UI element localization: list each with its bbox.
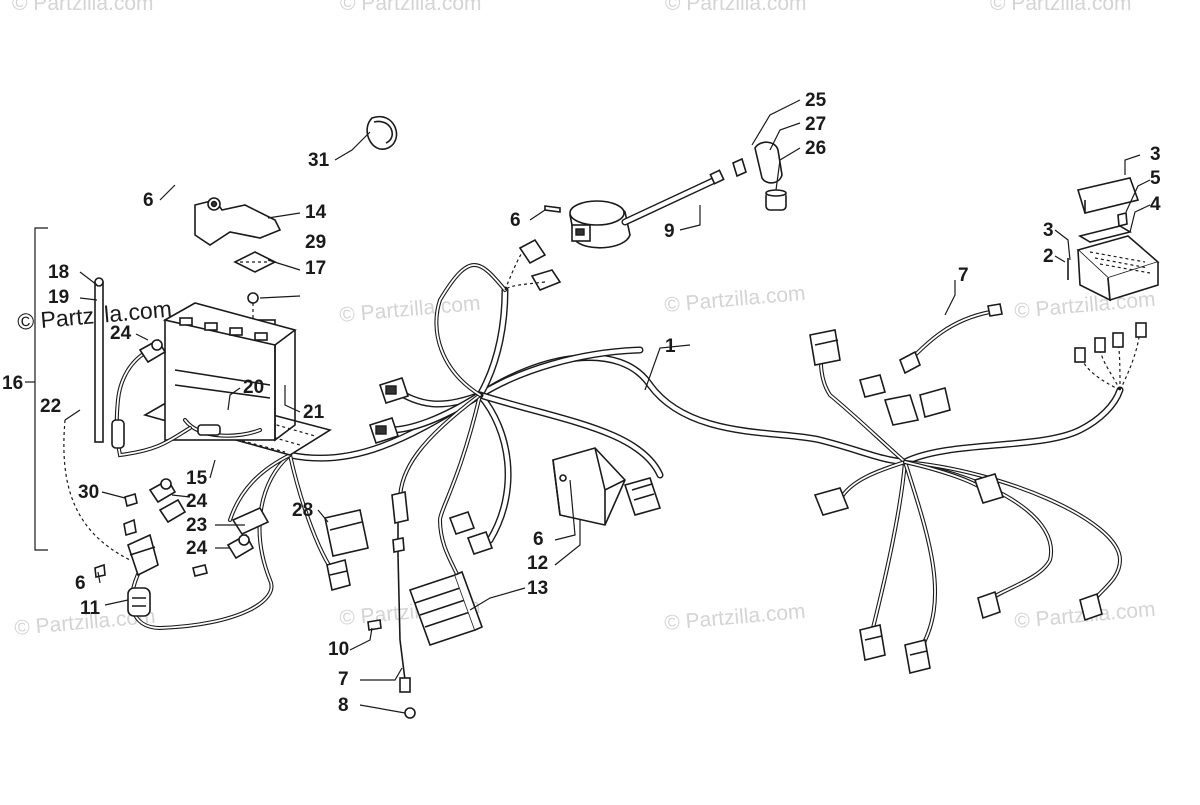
middle-connectors [448, 510, 494, 556]
callout-8: 8 [338, 695, 349, 716]
left-connectors [368, 376, 410, 445]
watermark: © Partzilla.com [340, 0, 482, 15]
watermark: © Partzilla.com [663, 600, 806, 635]
callout-12: 12 [527, 553, 548, 574]
callout-5: 5 [1150, 168, 1161, 189]
callout-22: 22 [40, 396, 61, 417]
callout-19: 19 [48, 287, 69, 308]
callout-30: 30 [78, 482, 99, 503]
callout-10: 10 [328, 639, 349, 660]
bottom-right-plugs [859, 590, 1103, 674]
callout-24: 24 [186, 538, 208, 559]
callout-21: 21 [303, 402, 325, 423]
group-bracket [25, 227, 48, 551]
callout-6: 6 [143, 190, 154, 211]
callout-13: 13 [527, 578, 548, 599]
ignition-coil [544, 141, 787, 249]
watermark: © Partzilla.com [338, 292, 481, 327]
terminal-caps [138, 338, 255, 560]
callout-6: 6 [533, 529, 544, 550]
callout-17: 17 [305, 258, 326, 279]
callout-24: 24 [186, 491, 208, 512]
main-harness [129, 247, 1124, 652]
watermark: © Partzilla.com [990, 0, 1132, 15]
voltage-regulator [408, 570, 484, 647]
terminal-lugs [1074, 322, 1147, 391]
callout-31: 31 [308, 150, 330, 171]
callout-3: 3 [1150, 144, 1161, 165]
callout-18: 18 [48, 262, 69, 283]
callout-7: 7 [958, 265, 969, 286]
fuse-block [1067, 177, 1160, 302]
callout-25: 25 [805, 90, 827, 111]
watermark: © Partzilla.com [12, 0, 154, 15]
callouts: 1 2 3 3 4 5 6 6 6 6 7 7 8 9 10 11 12 13 … [2, 90, 1161, 716]
leader-lines [64, 99, 1151, 714]
cdi-module [552, 447, 662, 526]
callout-15: 15 [186, 468, 208, 489]
callout-26: 26 [805, 138, 826, 159]
callout-23: 23 [186, 515, 207, 536]
callout-6: 6 [75, 573, 86, 594]
callout-2: 2 [1043, 246, 1054, 267]
sensor-lead [898, 303, 1003, 375]
callout-9: 9 [664, 221, 675, 242]
callout-7: 7 [338, 669, 349, 690]
vent-tube [63, 277, 192, 561]
callout-3: 3 [1043, 220, 1054, 241]
callout-1: 1 [665, 336, 676, 357]
callout-20: 20 [243, 377, 264, 398]
watermark: © Partzilla.com [665, 0, 807, 15]
relay [324, 509, 369, 592]
cable-ends [192, 506, 270, 577]
callout-28: 28 [292, 500, 313, 521]
hub-connectors [809, 329, 1005, 516]
callout-6: 6 [510, 210, 521, 231]
ground-wire [367, 491, 416, 719]
strap-ring [366, 115, 398, 150]
callout-29: 29 [305, 232, 326, 253]
callout-11: 11 [80, 598, 101, 619]
battery-bracket [194, 197, 282, 318]
callout-27: 27 [805, 114, 826, 135]
callout-16: 16 [2, 373, 23, 394]
starter-solenoid [94, 492, 159, 617]
watermark: © Partzilla.com [663, 282, 806, 317]
top-connectors [504, 238, 562, 292]
callout-24: 24 [110, 323, 132, 344]
callout-4: 4 [1150, 194, 1161, 215]
battery [142, 302, 332, 456]
callout-14: 14 [305, 202, 327, 223]
vent-tube-body [94, 281, 104, 443]
